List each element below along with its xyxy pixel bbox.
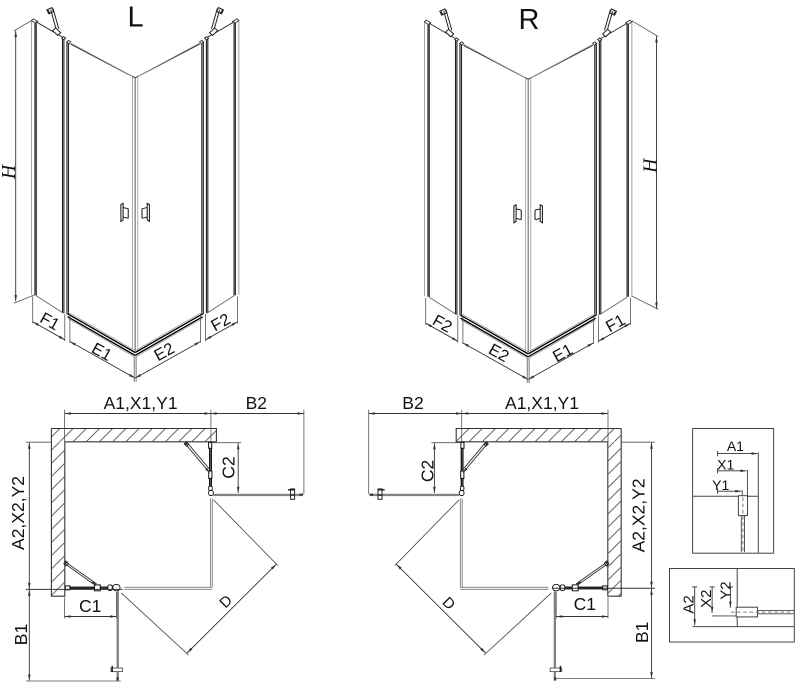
svg-text:X1: X1 xyxy=(717,456,734,472)
svg-text:C1: C1 xyxy=(79,596,101,616)
svg-text:C2: C2 xyxy=(417,460,437,482)
svg-text:H: H xyxy=(641,158,662,174)
svg-text:C1: C1 xyxy=(574,594,596,614)
svg-text:B1: B1 xyxy=(632,622,652,643)
svg-text:D: D xyxy=(216,592,236,612)
svg-text:L: L xyxy=(128,2,144,34)
svg-text:H: H xyxy=(0,164,20,180)
svg-text:Y1: Y1 xyxy=(712,477,729,493)
svg-text:E1: E1 xyxy=(550,341,576,367)
svg-text:B1: B1 xyxy=(11,624,31,645)
svg-text:F1: F1 xyxy=(603,311,629,336)
svg-text:A1: A1 xyxy=(727,438,744,454)
svg-text:F1: F1 xyxy=(37,309,63,334)
svg-text:D: D xyxy=(439,594,459,614)
svg-text:X2: X2 xyxy=(698,590,715,608)
svg-text:R: R xyxy=(519,4,540,36)
svg-text:A2,X2,Y2: A2,X2,Y2 xyxy=(628,478,648,552)
svg-text:A2,X2,Y2: A2,X2,Y2 xyxy=(8,476,28,550)
svg-text:A2: A2 xyxy=(681,595,698,613)
svg-text:F2: F2 xyxy=(429,311,455,336)
svg-text:Y2: Y2 xyxy=(718,581,735,599)
svg-text:B2: B2 xyxy=(246,393,267,413)
svg-text:B2: B2 xyxy=(402,393,423,413)
svg-text:A1,X1,Y1: A1,X1,Y1 xyxy=(104,393,178,413)
svg-text:F2: F2 xyxy=(208,310,234,335)
svg-text:C2: C2 xyxy=(219,456,239,478)
svg-text:A1,X1,Y1: A1,X1,Y1 xyxy=(505,393,579,413)
